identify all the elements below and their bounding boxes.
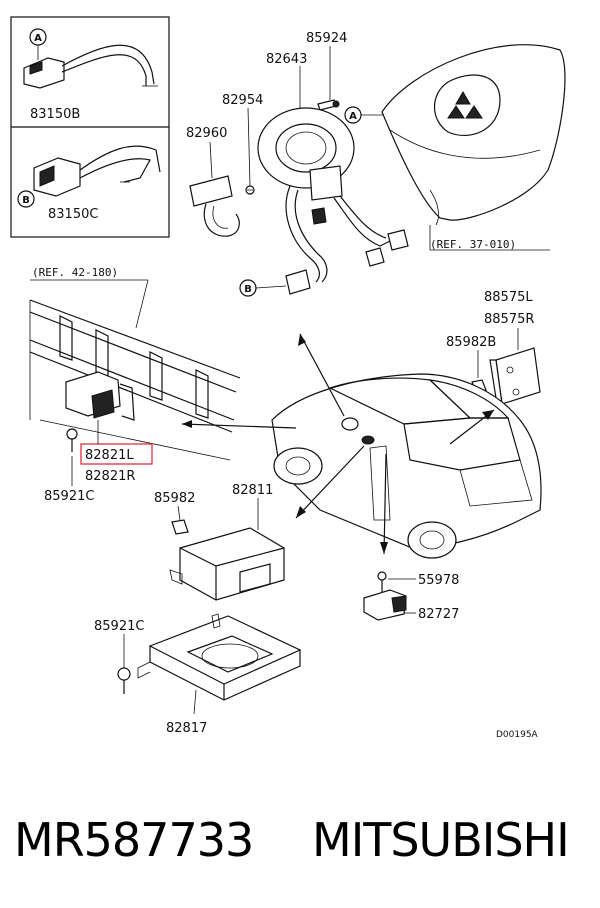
part-label-82821l: 82821L xyxy=(85,448,134,463)
part-label-85924: 85924 xyxy=(306,31,347,46)
nut-85982-drawing xyxy=(171,519,189,535)
srs-unit-82811-drawing xyxy=(169,527,285,601)
sensor-82727-drawing xyxy=(363,589,407,621)
sensor-88575-drawing xyxy=(489,347,541,406)
part-label-82817: 82817 xyxy=(166,721,207,736)
part-label-82821r: 82821R xyxy=(85,469,135,484)
callout-a-inset: A xyxy=(29,28,47,60)
part-label-83150c: 83150C xyxy=(48,207,98,222)
connector-83150c-drawing xyxy=(33,145,161,197)
part-label-82960: 82960 xyxy=(186,126,227,141)
part-label-82954: 82954 xyxy=(222,93,263,108)
vehicle-drawing xyxy=(271,373,542,559)
highlight-box-82821l xyxy=(80,443,153,465)
callout-a-wheel: A xyxy=(344,106,384,124)
sensor-82821-drawing xyxy=(65,371,135,421)
svg-text:A: A xyxy=(34,33,42,44)
dash-beam-drawing xyxy=(29,299,241,461)
footer-caption: MR587733 MITSUBISHI xyxy=(0,800,600,880)
part-label-85921c-left: 85921C xyxy=(44,489,94,504)
part-label-85921c-bottom: 85921C xyxy=(94,619,144,634)
screw-85924-drawing xyxy=(317,99,340,111)
svg-text:B: B xyxy=(22,195,30,206)
part-label-82727: 82727 xyxy=(418,607,459,622)
svg-text:B: B xyxy=(244,284,252,295)
part-label-85982b: 85982B xyxy=(446,335,496,350)
steering-wheel-drawing xyxy=(381,44,566,226)
ref-42-180-label: (REF. 42-180) xyxy=(32,266,118,279)
connector-inset-box xyxy=(10,16,170,238)
clock-spring-drawing xyxy=(257,107,409,295)
bracket-82960-drawing xyxy=(189,175,240,237)
callout-b-inset: B xyxy=(17,190,35,208)
part-label-88575l: 88575L xyxy=(484,290,533,305)
part-number-text: MR587733 xyxy=(14,813,254,867)
part-label-55978: 55978 xyxy=(418,573,459,588)
connector-83150b-drawing xyxy=(23,44,158,89)
part-label-82643: 82643 xyxy=(266,52,307,67)
bolt-55978-drawing xyxy=(377,571,387,592)
bolt-85921c-bottom-drawing xyxy=(117,667,131,694)
diagram-code: D00195A xyxy=(496,730,539,740)
svg-text:A: A xyxy=(349,111,357,122)
parts-diagram: A 83150B B 83150C A (REF. 37-010) 8592 xyxy=(10,16,566,740)
screw-82954-drawing xyxy=(245,185,255,195)
bolt-85921c-left-drawing xyxy=(66,428,78,452)
part-label-83150b: 83150B xyxy=(30,107,80,122)
part-label-88575r: 88575R xyxy=(484,312,534,327)
bracket-82817-drawing xyxy=(137,613,302,701)
part-label-85982: 85982 xyxy=(154,491,195,506)
callout-b-clockspring: B xyxy=(239,279,287,297)
ref-37-010-label: (REF. 37-010) xyxy=(430,238,516,251)
location-arrows xyxy=(181,333,495,555)
brand-text: MITSUBISHI xyxy=(312,813,570,867)
part-label-82811: 82811 xyxy=(232,483,273,498)
